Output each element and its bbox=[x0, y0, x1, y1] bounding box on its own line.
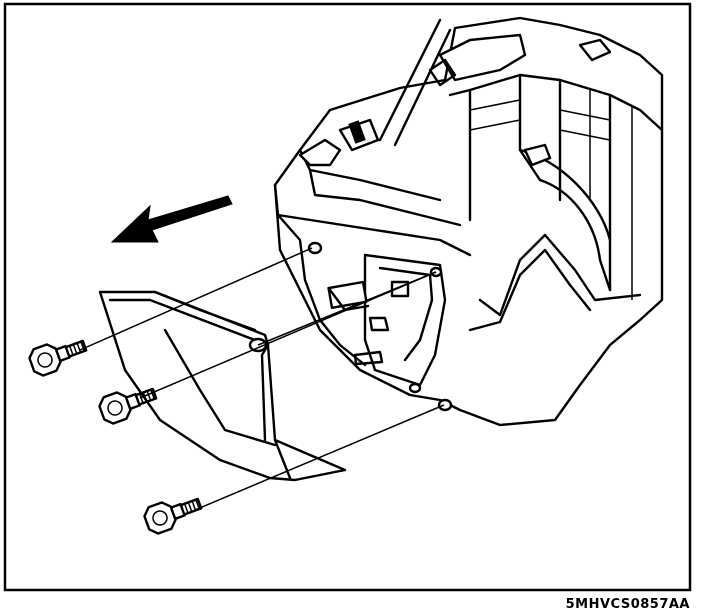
alignment-lines bbox=[79, 247, 445, 511]
bolt-icon bbox=[98, 387, 158, 425]
bolt-icon bbox=[28, 339, 88, 377]
arrow-left-icon bbox=[110, 195, 233, 243]
hvac-housing bbox=[273, 16, 664, 427]
figure-code: 5MHVCS0857AA bbox=[565, 597, 690, 612]
access-cover bbox=[98, 290, 347, 482]
figure-frame bbox=[3, 2, 692, 592]
bolt-icon bbox=[143, 497, 203, 535]
